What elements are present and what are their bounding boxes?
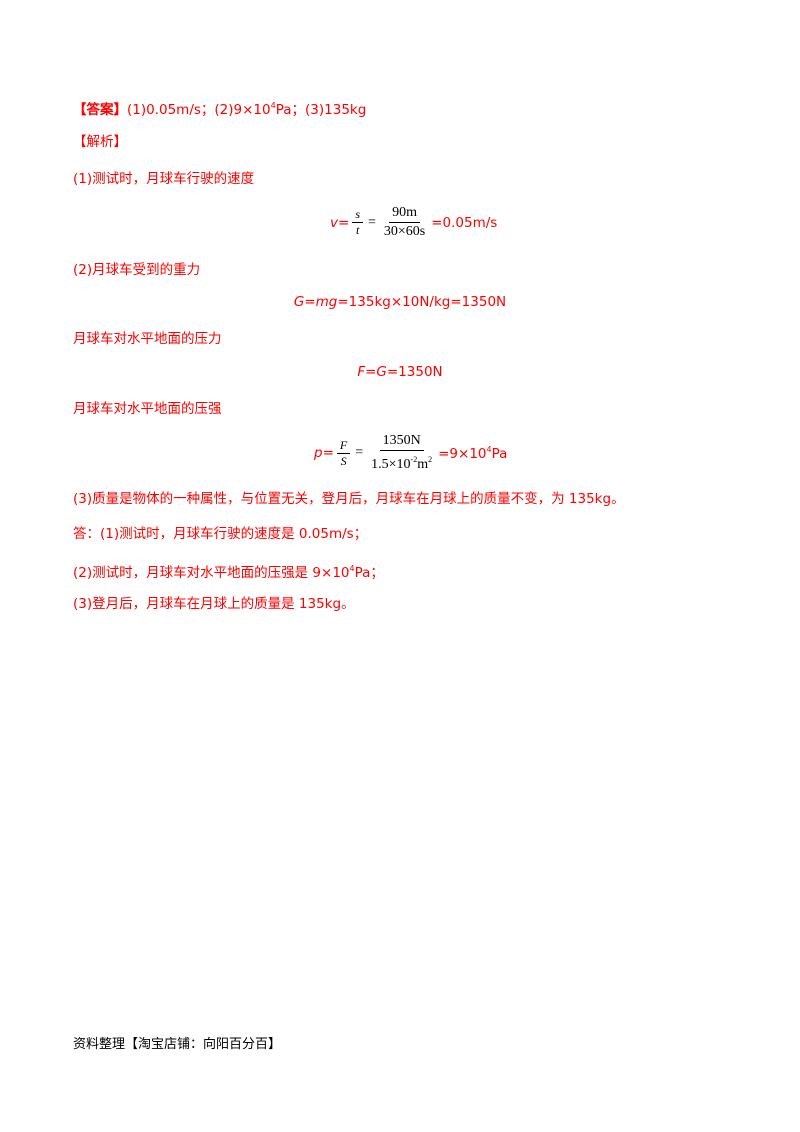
velocity-frac-symbolic: s t [352,207,363,238]
part2-heading: (2)月球车受到的重力 [73,262,201,278]
pressure-frac2-num: 1350N [379,432,424,451]
pressure-den-a: 1.5×10 [371,457,411,472]
summary-line1: 答：(1)测试时，月球车行驶的速度是 0.05m/s； [73,526,368,542]
gravity-eq: = [304,294,316,310]
velocity-frac2-den: 30×60s [383,224,426,239]
pressure-den-b: m [417,457,429,472]
velocity-frac-numeric: 90m 30×60s [381,204,428,241]
answer-label: 【答案】 [73,102,127,118]
pressure-den-sup2: 2 [428,455,433,464]
force-formula: F=G=1350N [0,364,800,380]
pressure-frac2-den: 1.5×10-2m2 [368,451,435,474]
gravity-mg: mg [315,294,338,310]
pressure-frac-numeric: 1350N 1.5×10-2m2 [368,432,435,474]
force-f: F [357,364,366,380]
summary-line3: (3)登月后，月球车在月球上的质量是 135kg。 [73,596,355,612]
answer-text-b: Pa；(3)135kg [275,102,367,118]
pressure-result-sup: 4 [486,444,492,454]
footer-credit: 资料整理【淘宝店铺：向阳百分百】 [73,1037,282,1052]
force-g: G [376,364,387,380]
velocity-eq: = [367,214,376,230]
answer-text-a: (1)0.05m/s；(2)9×10 [127,102,271,118]
summary-line2-sup: 4 [349,564,355,573]
analysis-label: 【解析】 [73,134,127,150]
velocity-result: =0.05m/s [431,214,498,231]
summary-line2: (2)测试时，月球车对水平地面的压强是 9×104Pa； [73,560,384,582]
part1-heading: (1)测试时，月球车行驶的速度 [73,171,255,187]
pressure-result: =9×104Pa [438,445,507,462]
velocity-frac2-num: 90m [389,204,420,223]
velocity-frac1-den: t [355,223,360,237]
summary-line2-b: Pa； [354,565,384,581]
pressure-result-a: =9×10 [438,445,487,462]
pressure-lhs: p= [314,445,334,461]
force-rest: =1350N [386,364,443,380]
velocity-frac1-num: s [352,207,363,223]
summary-line2-a: (2)测试时，月球车对水平地面的压强是 9×10 [73,565,350,581]
force-eq: = [365,364,377,380]
answer-sup: 4 [270,101,276,110]
part3-text: (3)质量是物体的一种属性，与位置无关，登月后，月球车在月球上的质量不变，为 1… [73,491,625,507]
pressure-result-b: Pa [491,445,508,462]
pressure-eq: = [355,445,364,460]
pressure-frac-symbolic: F S [336,438,351,469]
gravity-rest: =135kg×10N/kg=1350N [337,294,507,310]
pressure-label: 月球车对水平地面的压强 [73,401,222,417]
pressure-formula: p= F S = 1350N 1.5×10-2m2 =9×104Pa [314,432,507,474]
velocity-lhs: v= [330,214,350,231]
pressure-den-sup: -2 [410,455,418,464]
gravity-formula: G=mg=135kg×10N/kg=1350N [0,294,800,310]
pressure-frac1-den: S [340,453,347,468]
answer-line: 【答案】(1)0.05m/s；(2)9×104Pa；(3)135kg [73,97,366,119]
pressure-frac1-num: F [336,438,351,454]
pressure-force-label: 月球车对水平地面的压力 [73,331,222,347]
gravity-g: G [293,294,305,310]
velocity-formula: v= s t = 90m 30×60s =0.05m/s [330,204,497,241]
